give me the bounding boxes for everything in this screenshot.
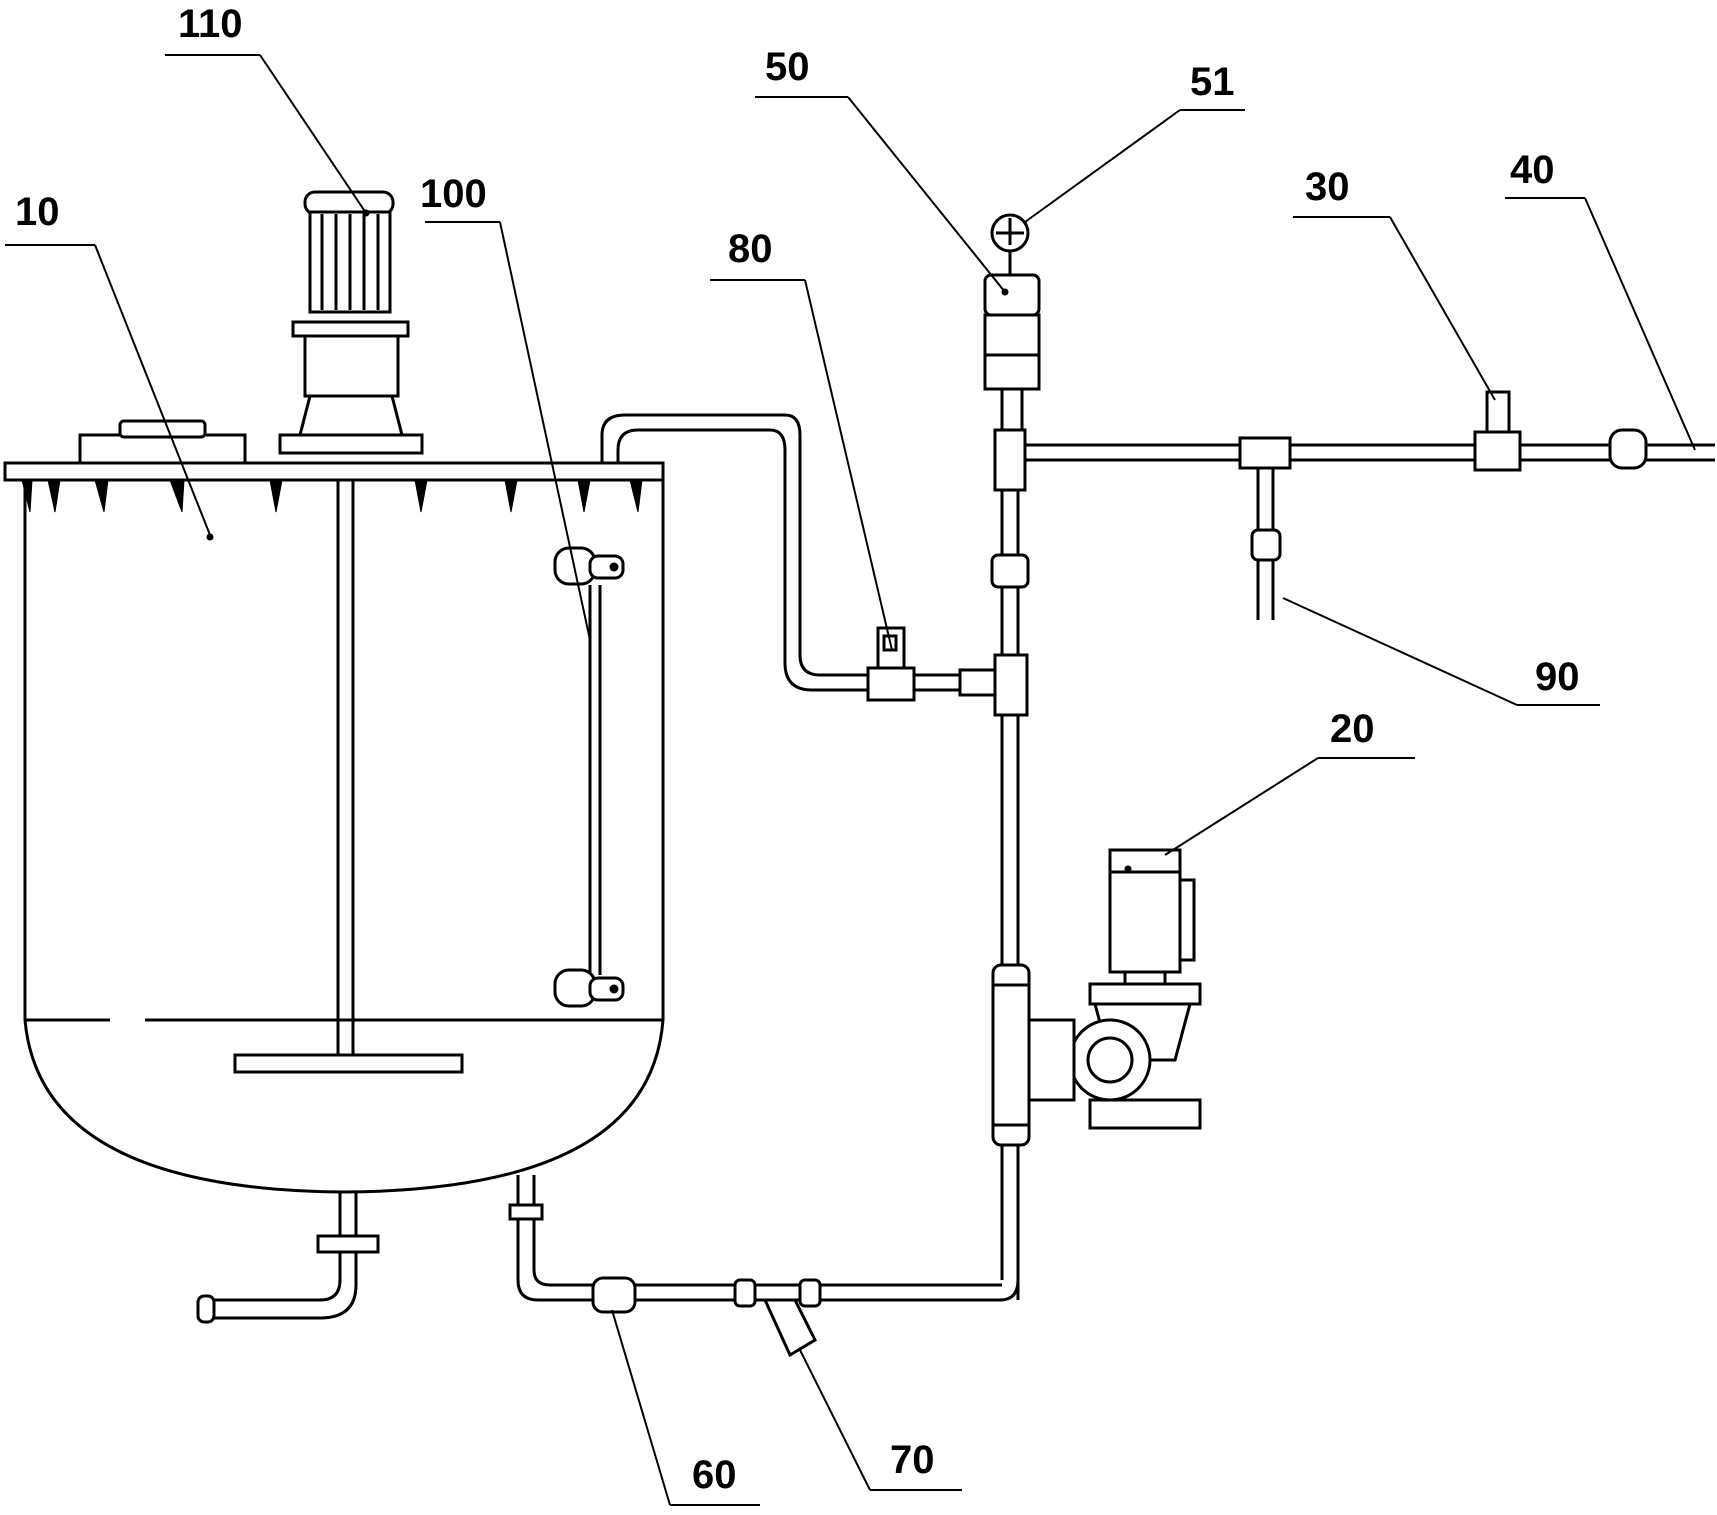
label-gauge: 51: [1024, 60, 1245, 223]
label-tank: 10: [5, 190, 214, 541]
agitator: [233, 190, 464, 1074]
label-outlet-40: 40: [1505, 148, 1696, 451]
discharge-line: [990, 428, 1031, 1300]
label-level-gauge-text: 100: [420, 172, 487, 216]
label-pump: 20: [1164, 707, 1415, 856]
label-valve-30-text: 30: [1305, 165, 1350, 209]
label-agitator: 110: [165, 2, 367, 214]
tank-drain: [196, 1192, 380, 1324]
return-pipe: [600, 413, 870, 692]
label-outlet-40-text: 40: [1510, 148, 1555, 192]
label-gauge-text: 51: [1190, 60, 1235, 104]
relief-valve: [866, 626, 1002, 702]
label-strainer-70: 70: [799, 1349, 962, 1491]
label-damper: 50: [755, 45, 1006, 293]
label-relief-valve-text: 80: [728, 227, 773, 271]
tank-brackets: [21, 479, 643, 513]
pressure-gauge: [990, 213, 1030, 275]
label-valve-60: 60: [611, 1309, 760, 1506]
label-drain-90: 90: [1282, 597, 1600, 706]
label-valve-60-text: 60: [692, 1453, 737, 1497]
metering-pump: [1027, 848, 1202, 1130]
label-drain-90-text: 90: [1535, 655, 1580, 699]
level-gauge: [553, 546, 625, 1008]
suction-line: [508, 1175, 1020, 1358]
label-agitator-text: 110: [178, 2, 243, 46]
label-valve-30: 30: [1293, 165, 1496, 401]
tank: [3, 419, 665, 1194]
label-level-gauge: 100: [420, 172, 591, 641]
label-damper-text: 50: [765, 45, 810, 89]
label-relief-valve: 80: [710, 227, 893, 651]
label-strainer-70-text: 70: [890, 1438, 935, 1482]
label-tank-text: 10: [15, 190, 60, 234]
outlet-line: [1025, 390, 1715, 620]
pulsation-damper: [983, 273, 1041, 432]
label-pump-text: 20: [1330, 707, 1375, 751]
